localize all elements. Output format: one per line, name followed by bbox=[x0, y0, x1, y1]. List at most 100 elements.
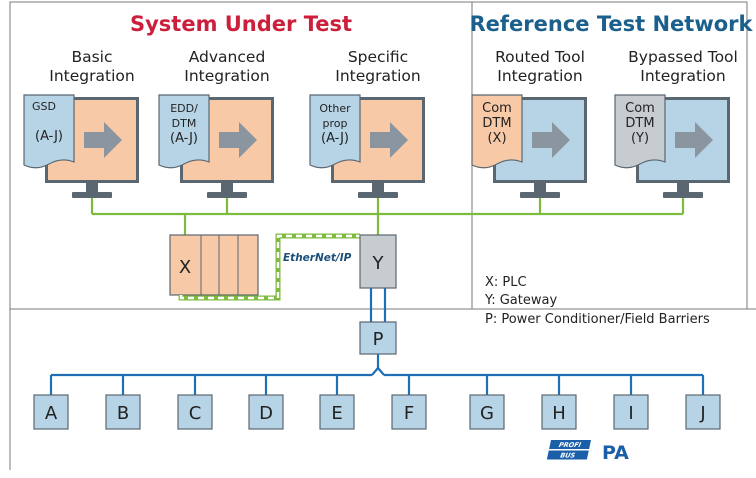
field-device-c: C bbox=[177, 375, 213, 430]
field-device-h: H bbox=[541, 375, 577, 430]
basic-integration-title-line: Basic bbox=[71, 48, 112, 66]
field-device-box bbox=[177, 394, 213, 430]
field-device-d: D bbox=[248, 375, 284, 430]
document-label: DTM bbox=[625, 116, 654, 131]
field-device-label: J bbox=[699, 403, 705, 424]
gateway-node: Y bbox=[359, 234, 397, 289]
specific-integration-title-line: Integration bbox=[335, 67, 420, 85]
field-device-j: J bbox=[685, 375, 721, 430]
field-device-e: E bbox=[319, 375, 355, 430]
field-device-b: B bbox=[105, 375, 141, 430]
document-label: Com bbox=[482, 101, 512, 116]
document-label: (X) bbox=[487, 131, 506, 146]
profibus-pa-label: PA bbox=[602, 442, 629, 464]
monitor-stand bbox=[534, 182, 546, 193]
field-device-box bbox=[541, 394, 577, 430]
document-label: DTM bbox=[172, 117, 197, 130]
field-device-f: F bbox=[391, 375, 427, 430]
field-device-label: G bbox=[480, 403, 494, 424]
document-label: Com bbox=[625, 101, 655, 116]
power-split-left bbox=[371, 367, 379, 376]
bypassed-tool-integration-title-line: Integration bbox=[640, 67, 725, 85]
ethernet-bus bbox=[90, 198, 685, 235]
field-device-box bbox=[105, 394, 141, 430]
document-icon bbox=[309, 94, 361, 169]
document-label: prop bbox=[323, 117, 348, 130]
field-device-box bbox=[613, 394, 649, 430]
monitor-base bbox=[663, 192, 703, 198]
field-device-label: D bbox=[259, 403, 273, 424]
document-icon bbox=[158, 94, 210, 169]
advanced-integration-title-line: Advanced bbox=[189, 48, 266, 66]
legend: X: PLC Y: Gateway P: Power Conditioner/F… bbox=[484, 275, 710, 327]
document-icon bbox=[471, 94, 523, 169]
legend-gateway: Y: Gateway bbox=[484, 293, 557, 308]
basic-integration-title-line: Integration bbox=[49, 67, 134, 85]
monitor-stand bbox=[221, 182, 233, 193]
field-device-box bbox=[469, 394, 505, 430]
monitor-stand bbox=[677, 182, 689, 193]
document-label: (A-J) bbox=[35, 129, 63, 144]
power-split-right bbox=[377, 367, 385, 376]
document-label: (A-J) bbox=[170, 131, 198, 146]
power-node: P bbox=[359, 321, 397, 355]
power-label: P bbox=[373, 329, 384, 350]
monitor-stand bbox=[372, 182, 384, 193]
field-device-label: H bbox=[552, 403, 566, 424]
field-device-a: A bbox=[33, 375, 69, 430]
svg-text:BUS: BUS bbox=[559, 452, 576, 460]
profibus-segment: A B C D E F G H I J bbox=[33, 354, 721, 430]
system-under-test-title: System Under Test bbox=[130, 12, 352, 36]
profibus-pa-logo: PROFI BUS PA bbox=[546, 440, 629, 464]
specific-integration-title-line: Specific bbox=[348, 48, 408, 66]
field-device-box bbox=[33, 394, 69, 430]
workstations-group: BasicIntegrationGSD(A-J)AdvancedIntegrat… bbox=[23, 48, 738, 198]
monitor-base bbox=[72, 192, 112, 198]
ethernet-ip-link: EtherNet/IP bbox=[178, 233, 360, 301]
routed-tool-integration-title-line: Integration bbox=[497, 67, 582, 85]
field-device-box bbox=[391, 394, 427, 430]
legend-plc: X: PLC bbox=[485, 275, 527, 290]
reference-network-title: Reference Test Network bbox=[470, 12, 754, 36]
profibus-logo-mark: PROFI BUS bbox=[546, 440, 591, 460]
field-device-label: E bbox=[331, 403, 342, 424]
gateway-label: Y bbox=[372, 253, 385, 274]
arrow-icon bbox=[84, 122, 122, 158]
field-device-label: I bbox=[628, 403, 633, 424]
ethernet-ip-label: EtherNet/IP bbox=[283, 252, 352, 264]
document-label: (A-J) bbox=[321, 131, 349, 146]
document-label: Other bbox=[319, 102, 351, 115]
document-icon bbox=[23, 94, 75, 169]
arrow-icon bbox=[532, 122, 570, 158]
monitor-base bbox=[520, 192, 560, 198]
svg-text:PROFI: PROFI bbox=[558, 441, 582, 449]
arrow-icon bbox=[219, 122, 257, 158]
plc-label: X bbox=[179, 257, 191, 278]
field-device-label: C bbox=[189, 403, 202, 424]
monitor-base bbox=[358, 192, 398, 198]
field-device-g: G bbox=[469, 375, 505, 430]
bypassed-tool-integration-title-line: Bypassed Tool bbox=[628, 48, 738, 66]
document-label: DTM bbox=[482, 116, 511, 131]
legend-power: P: Power Conditioner/Field Barriers bbox=[485, 312, 710, 327]
field-device-i: I bbox=[613, 375, 649, 430]
monitor-base bbox=[207, 192, 247, 198]
arrow-icon bbox=[675, 122, 713, 158]
arrow-icon bbox=[370, 122, 408, 158]
plc-node: X bbox=[169, 234, 259, 296]
document-label: GSD bbox=[32, 100, 56, 113]
document-icon bbox=[614, 94, 666, 169]
field-device-label: A bbox=[45, 403, 58, 424]
advanced-integration-title-line: Integration bbox=[184, 67, 269, 85]
monitor-stand bbox=[86, 182, 98, 193]
field-device-label: B bbox=[117, 403, 129, 424]
field-device-label: F bbox=[404, 403, 414, 424]
field-device-box bbox=[319, 394, 355, 430]
field-device-box bbox=[248, 394, 284, 430]
